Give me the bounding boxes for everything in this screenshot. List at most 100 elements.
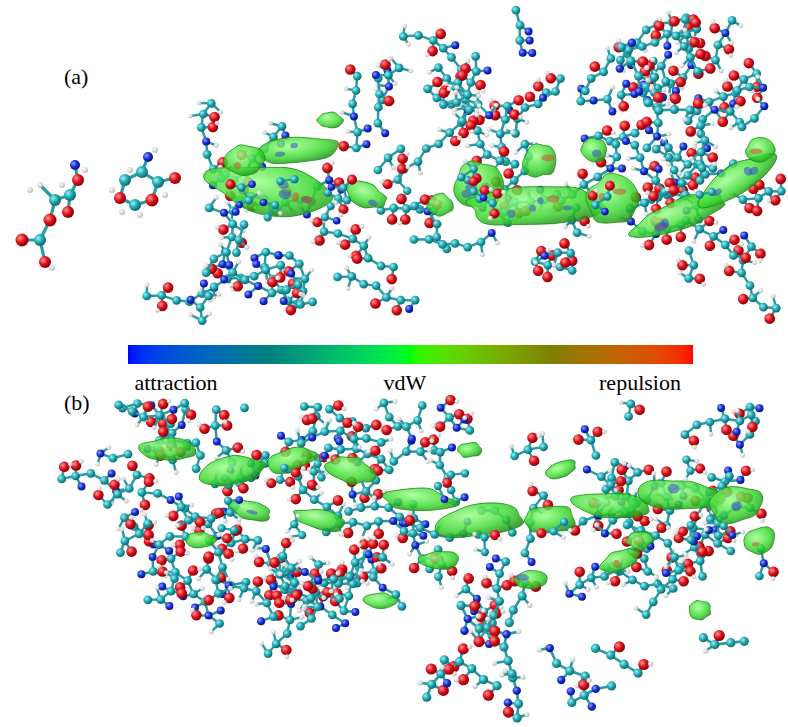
atom-sphere — [528, 49, 536, 57]
atom-sphere — [143, 152, 153, 162]
atom-sphere — [653, 517, 658, 522]
atom-sphere — [650, 72, 659, 81]
atom-sphere — [617, 42, 626, 51]
atom-sphere — [471, 52, 480, 61]
atom-sphere — [691, 239, 696, 244]
atom-sphere — [109, 187, 115, 193]
atom-sphere — [607, 165, 615, 173]
atom-sphere — [714, 41, 723, 50]
atom-sphere — [325, 176, 333, 184]
atom-sphere — [490, 143, 495, 148]
atom-sphere — [675, 77, 686, 88]
atom-sphere — [411, 296, 420, 305]
atom-sphere — [610, 458, 619, 467]
atom-sphere — [82, 167, 88, 173]
atom-sphere — [274, 251, 282, 259]
atom-sphere — [640, 582, 649, 591]
atom-sphere — [196, 576, 201, 581]
atom-sphere — [434, 140, 443, 149]
atom-sphere — [484, 133, 489, 138]
atom-sphere — [114, 192, 126, 204]
atom-sphere — [509, 109, 520, 120]
atom-sphere — [640, 243, 645, 248]
atom-sphere — [137, 212, 143, 218]
atom-sphere — [693, 67, 702, 76]
atom-sphere — [746, 281, 755, 290]
atom-sphere — [228, 220, 237, 229]
atom-sphere — [261, 248, 270, 257]
atom-sphere — [465, 426, 474, 435]
atom-sphere — [495, 240, 500, 245]
atom-sphere — [621, 582, 626, 587]
atom-sphere — [611, 130, 616, 135]
atom-sphere — [344, 265, 349, 270]
atom-sphere — [587, 74, 596, 83]
atom-sphere — [576, 97, 585, 106]
atom-sphere — [696, 176, 705, 185]
atom-sphere — [683, 171, 692, 180]
atom-sphere — [717, 116, 728, 127]
atom-sphere — [62, 206, 74, 218]
atom-sphere — [644, 65, 649, 70]
atom-sphere — [616, 38, 621, 43]
atom-sphere — [276, 261, 285, 270]
atom-sphere — [657, 17, 662, 22]
atom-sphere — [445, 395, 456, 406]
atom-sphere — [462, 585, 471, 594]
atom-sphere — [387, 57, 392, 62]
atom-sphere — [325, 405, 334, 414]
atom-sphere — [301, 274, 310, 283]
atom-sphere — [418, 171, 423, 176]
atom-sphere — [719, 69, 724, 74]
atom-sphere — [172, 296, 181, 305]
atom-sphere — [345, 64, 356, 75]
atom-sphere — [752, 260, 757, 265]
atom-sphere — [524, 120, 529, 125]
atom-sphere — [616, 64, 624, 72]
atom-sphere — [611, 140, 620, 149]
atom-sphere — [133, 399, 142, 408]
atom-sphere — [733, 86, 742, 95]
atom-sphere — [738, 294, 749, 305]
atom-sphere — [690, 17, 701, 28]
atom-sphere — [359, 242, 368, 251]
atom-sphere — [162, 192, 168, 198]
atom-sphere — [539, 94, 547, 102]
atom-sphere — [366, 235, 371, 240]
atom-sphere — [476, 140, 485, 149]
atom-sphere — [475, 80, 486, 91]
atom-sphere — [682, 27, 687, 32]
atom-sphere — [390, 286, 395, 291]
atom-sphere — [696, 121, 705, 130]
atom-sphere — [759, 84, 767, 92]
atom-sphere — [536, 77, 541, 82]
atom-sphere — [662, 136, 667, 141]
atom-sphere — [262, 575, 267, 580]
atom-sphere — [199, 110, 208, 119]
atom-sphere — [384, 71, 393, 80]
atom-sphere — [219, 260, 227, 268]
atom-sphere — [560, 257, 571, 268]
atom-sphere — [526, 36, 534, 44]
atom-sphere — [414, 31, 423, 40]
atom-sphere — [510, 130, 515, 135]
atom-sphere — [377, 262, 386, 271]
atom-sphere — [608, 107, 616, 115]
atom-sphere — [278, 122, 287, 131]
atom-sphere — [365, 581, 370, 586]
atom-sphere — [220, 276, 228, 284]
atom-sphere — [363, 140, 371, 148]
atom-sphere — [218, 242, 223, 247]
atom-sphere — [760, 518, 765, 523]
atom-sphere — [287, 497, 292, 502]
atom-sphere — [79, 459, 84, 464]
atom-sphere — [236, 260, 241, 265]
atom-sphere — [754, 194, 763, 203]
atom-sphere — [695, 225, 704, 234]
atom-sphere — [414, 157, 423, 166]
atom-sphere — [37, 182, 43, 188]
atom-sphere — [410, 235, 419, 244]
atom-sphere — [664, 593, 669, 598]
atom-sphere — [215, 225, 220, 230]
atom-sphere — [563, 181, 568, 186]
